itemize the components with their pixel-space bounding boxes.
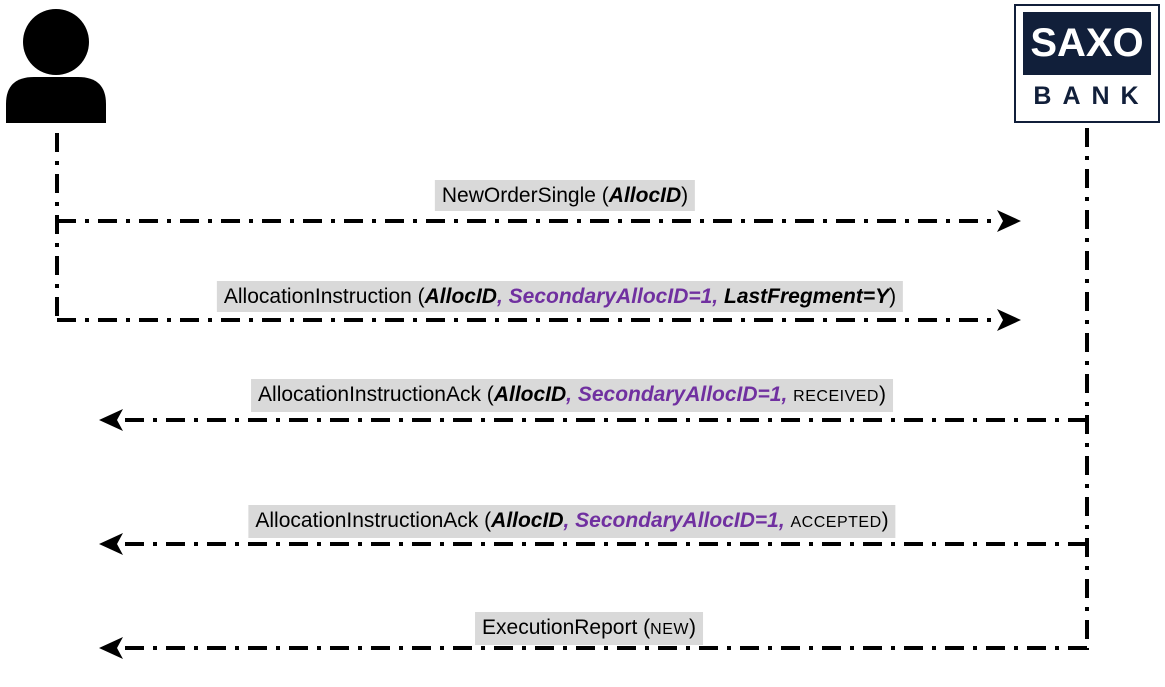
message-segment: ) [878, 383, 886, 406]
message-segment: AllocID [608, 184, 682, 207]
message-segment: ) [889, 285, 897, 308]
message-segment: , SecondaryAllocID=1, [496, 285, 724, 308]
message-segment: RECEIVED [793, 388, 879, 405]
message-segment: AllocationInstructionAck ( [255, 509, 492, 532]
message-segment: AllocID [424, 285, 497, 308]
message-segment: AllocID [493, 383, 567, 406]
arrowhead-right-1 [997, 210, 1021, 232]
message-segment: AllocationInstructionAck ( [258, 383, 494, 406]
message-segment: NewOrderSingle ( [441, 184, 609, 207]
message-segment: NEW [650, 621, 689, 638]
message-segment: AllocationInstruction ( [223, 285, 425, 308]
message-label-2: AllocationInstruction (AllocID, Secondar… [216, 281, 904, 312]
saxo-bank-logo: SAXO BANK [1014, 4, 1160, 123]
arrowhead-left-5 [99, 637, 123, 659]
message-segment: LastFregment=Y [723, 285, 890, 308]
message-label-1: NewOrderSingle (AllocID) [434, 180, 696, 211]
message-segment: ) [681, 184, 689, 207]
message-label-5: ExecutionReport (NEW) [475, 612, 703, 645]
message-segment: , SecondaryAllocID=1, [563, 509, 791, 532]
logo-saxo-text: SAXO [1023, 12, 1151, 75]
message-segment: AllocID [491, 509, 564, 532]
message-label-4: AllocationInstructionAck (AllocID, Secon… [248, 505, 896, 538]
arrowhead-left-3 [99, 409, 123, 431]
arrowhead-right-2 [997, 309, 1021, 331]
logo-bank-text: BANK [1033, 81, 1150, 110]
message-segment: ExecutionReport ( [482, 616, 651, 639]
message-segment: ACCEPTED [790, 514, 882, 531]
person-icon [6, 9, 106, 123]
message-segment: ) [881, 509, 889, 532]
message-segment: , SecondaryAllocID=1, [566, 383, 794, 406]
arrowhead-left-4 [99, 533, 123, 555]
message-segment: ) [688, 616, 696, 639]
message-label-3: AllocationInstructionAck (AllocID, Secon… [251, 379, 893, 412]
